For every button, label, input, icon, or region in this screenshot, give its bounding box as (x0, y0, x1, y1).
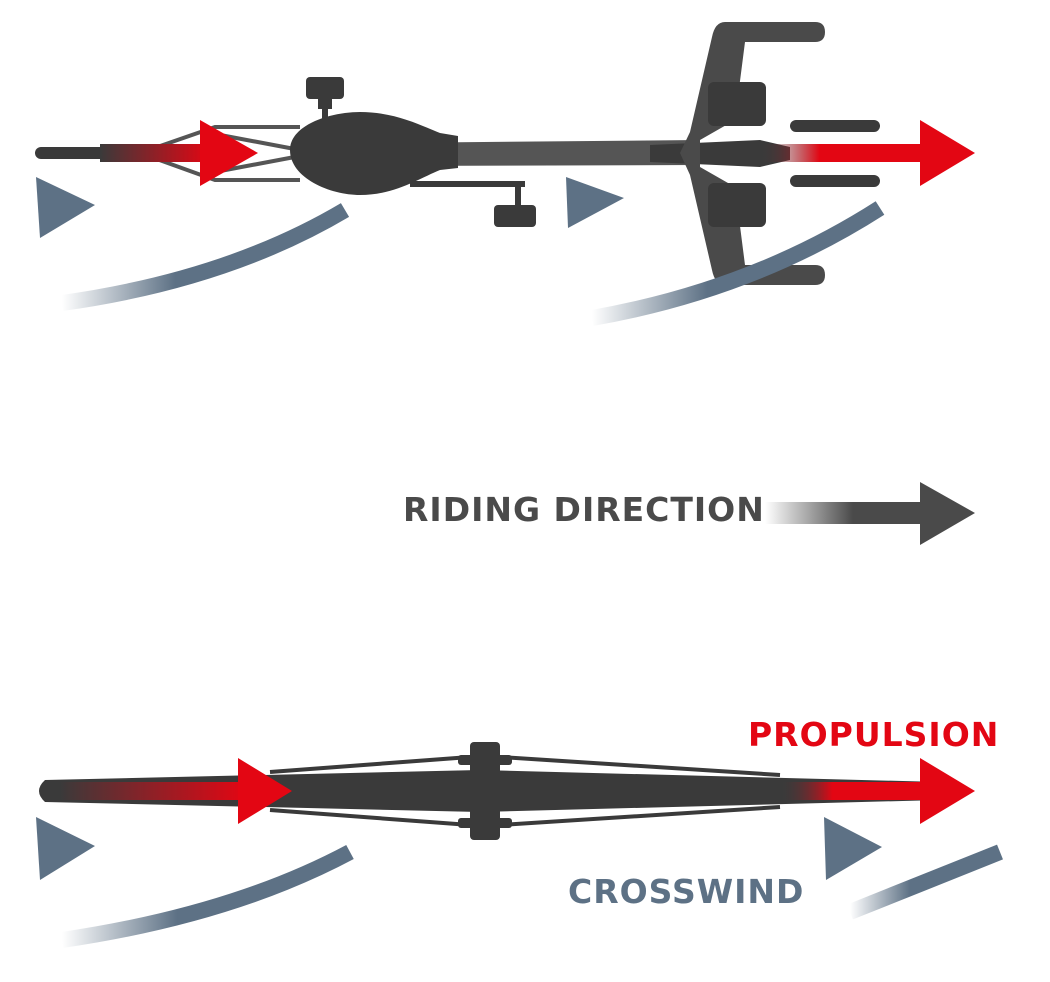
crosswind-arrow-bottom-right (824, 817, 1003, 920)
main-tube (380, 140, 700, 166)
crosswind-arrow-top-left (36, 177, 350, 311)
crank-upper (322, 90, 328, 130)
riding-direction-arrow (765, 482, 975, 545)
propulsion-arrow-bottom-rear (60, 758, 292, 824)
propulsion-arrow-bottom-front (780, 758, 975, 824)
saddle (290, 112, 458, 195)
pedal-upper (306, 77, 344, 99)
crosswind-arrow-top-right (566, 177, 885, 326)
wheel-spokes (269, 755, 781, 827)
propulsion-label: PROPULSION (748, 715, 1000, 754)
propulsion-arrow-top-front (760, 120, 975, 186)
crank-lower (410, 181, 525, 187)
crosswind-label: CROSSWIND (568, 872, 805, 911)
propulsion-arrow-top-rear (100, 120, 258, 186)
wheel-hub (458, 742, 512, 840)
crosswind-arrow-bottom-left (36, 817, 354, 948)
brake-hood-lower (708, 183, 766, 227)
front-wheel-lower (790, 175, 880, 187)
front-wheel-upper (790, 120, 880, 132)
pedal-lower (494, 205, 536, 227)
brake-hood-upper (708, 82, 766, 126)
riding-direction-label: RIDING DIRECTION (403, 490, 765, 529)
bike-top-view (35, 22, 880, 285)
